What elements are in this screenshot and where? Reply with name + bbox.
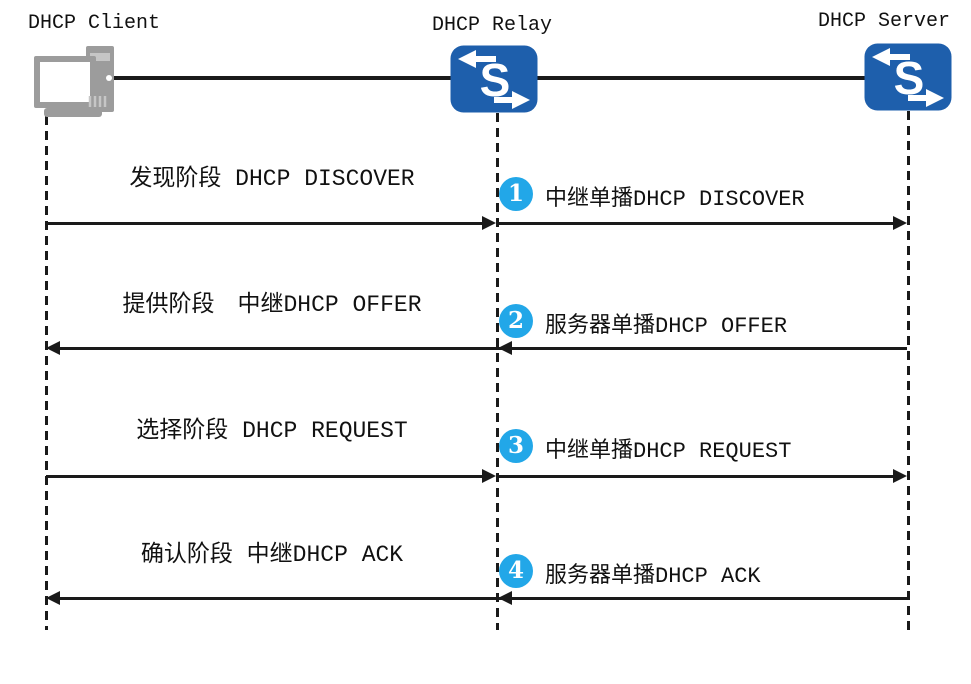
- arrow-client-to-relay-3: [46, 475, 482, 478]
- relay-label-ack: 服务器单播DHCP ACK: [545, 564, 761, 589]
- relay-label-request: 中继单播DHCP REQUEST: [545, 439, 792, 464]
- step-badge-2: 2: [499, 304, 533, 338]
- switch-icon-relay: S: [450, 45, 538, 113]
- relay-label-discover: 中继单播DHCP DISCOVER: [545, 187, 805, 212]
- client-node-label: DHCP Client: [28, 12, 161, 35]
- arrowhead-left-icon: [46, 341, 60, 355]
- phase-label-offer: 提供阶段 中继DHCP OFFER: [122, 292, 422, 318]
- arrowhead-left-icon: [46, 591, 60, 605]
- arrow-server-to-client-4: [59, 597, 907, 600]
- computer-icon: [28, 44, 120, 120]
- client-lifeline: [45, 116, 48, 630]
- server-node-label: DHCP Server: [818, 10, 951, 33]
- phase-label-discover: 发现阶段 DHCP DISCOVER: [129, 166, 415, 192]
- arrow-relay-to-server-3: [497, 475, 893, 478]
- step-badge-3: 3: [499, 429, 533, 463]
- arrowhead-right-icon: [893, 216, 907, 230]
- arrowhead-left-icon: [498, 591, 512, 605]
- arrowhead-right-icon: [893, 469, 907, 483]
- arrow-client-to-relay-1: [46, 222, 482, 225]
- arrowhead-right-icon: [482, 216, 496, 230]
- server-lifeline: [907, 111, 910, 630]
- switch-icon-server: S: [864, 43, 952, 111]
- step-badge-1: 1: [499, 177, 533, 211]
- phase-label-ack: 确认阶段 中继DHCP ACK: [140, 542, 404, 568]
- phase-label-request: 选择阶段 DHCP REQUEST: [136, 418, 408, 444]
- relay-label-offer: 服务器单播DHCP OFFER: [545, 314, 788, 339]
- arrowhead-right-icon: [482, 469, 496, 483]
- arrow-server-to-client-2: [59, 347, 907, 350]
- relay-lifeline: [496, 113, 499, 630]
- arrowhead-left-icon: [498, 341, 512, 355]
- step-badge-4: 4: [499, 554, 533, 588]
- relay-node-label: DHCP Relay: [432, 14, 553, 37]
- arrow-relay-to-server-1: [497, 222, 893, 225]
